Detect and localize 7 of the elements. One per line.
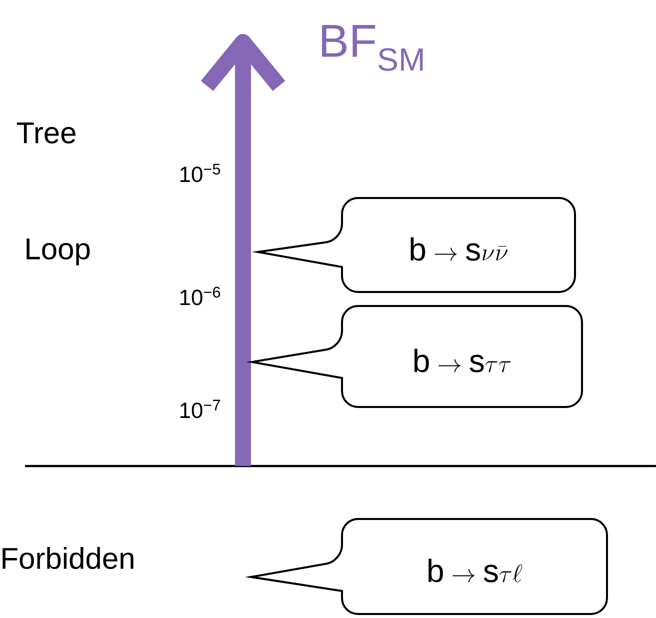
category-label: Tree [16, 122, 76, 144]
tick-label: 10$^{−7}$ [180, 400, 220, 418]
tick-label: 10$^{−6}$ [180, 286, 220, 306]
tick-label: 10$^{−5}$ [180, 164, 220, 182]
axis-title: BF$_{SM}$ [322, 25, 423, 71]
category-label: Forbidden [2, 546, 134, 569]
category-label: Loop [26, 238, 90, 266]
